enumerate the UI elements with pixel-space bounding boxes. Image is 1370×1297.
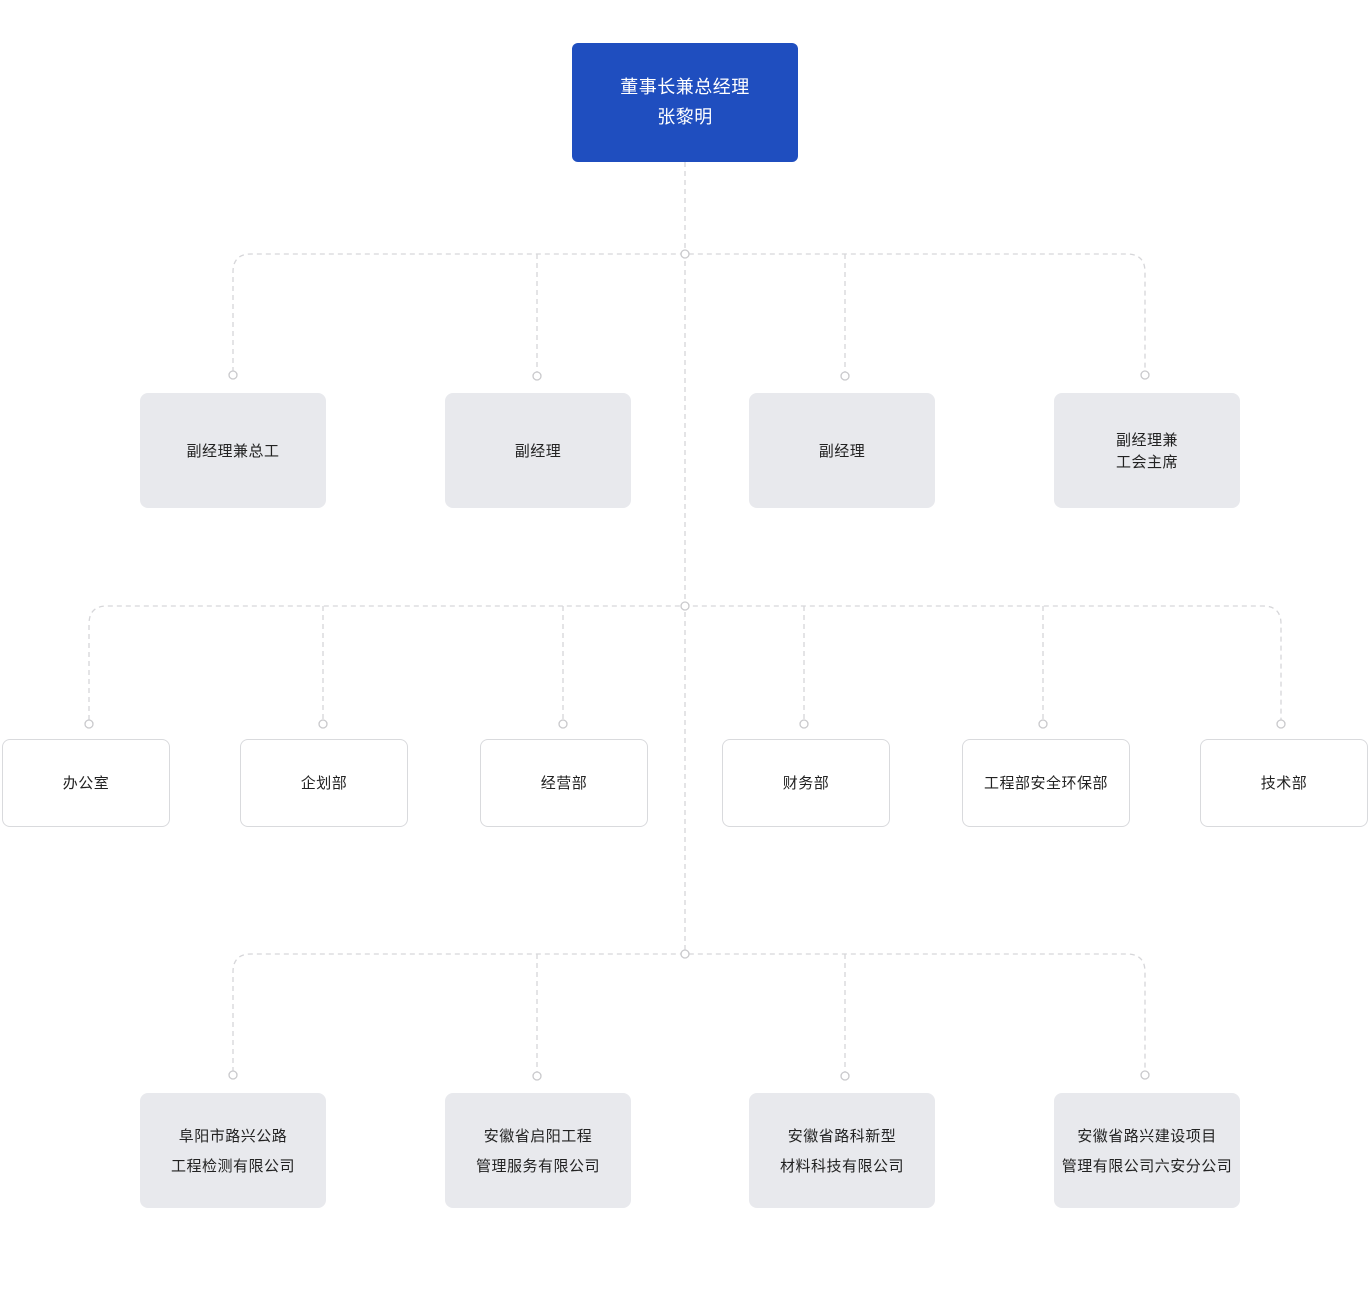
bus-subsidiaries (232, 953, 1146, 1072)
subsidiary-label-line-1: 安徽省路科新型 (787, 1126, 897, 1145)
chairman-node: 董事长兼总经理 张黎明 (572, 43, 798, 162)
deputy-label-line-1: 副经理兼 (1115, 430, 1178, 449)
deputy-label: 副经理 (818, 441, 866, 460)
subsidiary-node: 安徽省路兴建设项目 管理有限公司六安分公司 (1054, 1093, 1240, 1208)
endpoint-dot (532, 1071, 542, 1081)
endpoint-dot (532, 371, 542, 381)
department-label: 经营部 (540, 774, 588, 792)
junction-dot (680, 601, 690, 611)
subsidiary-node: 安徽省路科新型 材料科技有限公司 (749, 1093, 935, 1208)
department-label: 技术部 (1260, 774, 1308, 792)
endpoint-dot (840, 1071, 850, 1081)
chairman-title: 董事长兼总经理 (620, 76, 750, 98)
subsidiary-label-line-2: 管理有限公司六安分公司 (1061, 1156, 1233, 1175)
endpoint-dot (228, 370, 238, 380)
chairman-name: 张黎明 (657, 106, 713, 128)
subsidiary-node: 阜阳市路兴公路 工程检测有限公司 (140, 1093, 326, 1208)
subsidiary-label-line-1: 阜阳市路兴公路 (178, 1126, 288, 1145)
endpoint-dot (228, 1070, 238, 1080)
department-node: 财务部 (722, 739, 890, 827)
deputy-node: 副经理兼总工 (140, 393, 326, 508)
endpoint-dot (840, 371, 850, 381)
subsidiary-label-line-1: 安徽省路兴建设项目 (1077, 1126, 1217, 1145)
department-label: 财务部 (782, 774, 830, 792)
subsidiary-label-line-2: 管理服务有限公司 (475, 1156, 600, 1175)
department-label: 办公室 (62, 774, 110, 792)
endpoint-dot (318, 719, 328, 729)
subsidiary-label-line-1: 安徽省启阳工程 (483, 1126, 593, 1145)
department-node: 工程部安全环保部 (962, 739, 1130, 827)
endpoint-dot (1140, 370, 1150, 380)
junction-dot (680, 949, 690, 959)
junction-dot (680, 249, 690, 259)
endpoint-dot (558, 719, 568, 729)
deputy-node: 副经理兼 工会主席 (1054, 393, 1240, 508)
deputy-label-line-2: 工会主席 (1115, 452, 1178, 471)
deputy-label: 副经理 (514, 441, 562, 460)
endpoint-dot (1038, 719, 1048, 729)
endpoint-dot (799, 719, 809, 729)
subsidiary-node: 安徽省启阳工程 管理服务有限公司 (445, 1093, 631, 1208)
department-node: 企划部 (240, 739, 408, 827)
bus-deputies (232, 253, 1146, 372)
department-node: 技术部 (1200, 739, 1368, 827)
endpoint-dot (84, 719, 94, 729)
deputy-label: 副经理兼总工 (186, 441, 280, 460)
deputy-node: 副经理 (749, 393, 935, 508)
department-node: 办公室 (2, 739, 170, 827)
department-node: 经营部 (480, 739, 648, 827)
endpoint-dot (1276, 719, 1286, 729)
department-label: 工程部安全环保部 (983, 774, 1108, 792)
deputy-node: 副经理 (445, 393, 631, 508)
subsidiary-label-line-2: 材料科技有限公司 (779, 1156, 904, 1175)
department-label: 企划部 (300, 774, 348, 792)
endpoint-dot (1140, 1070, 1150, 1080)
subsidiary-label-line-2: 工程检测有限公司 (170, 1156, 295, 1175)
